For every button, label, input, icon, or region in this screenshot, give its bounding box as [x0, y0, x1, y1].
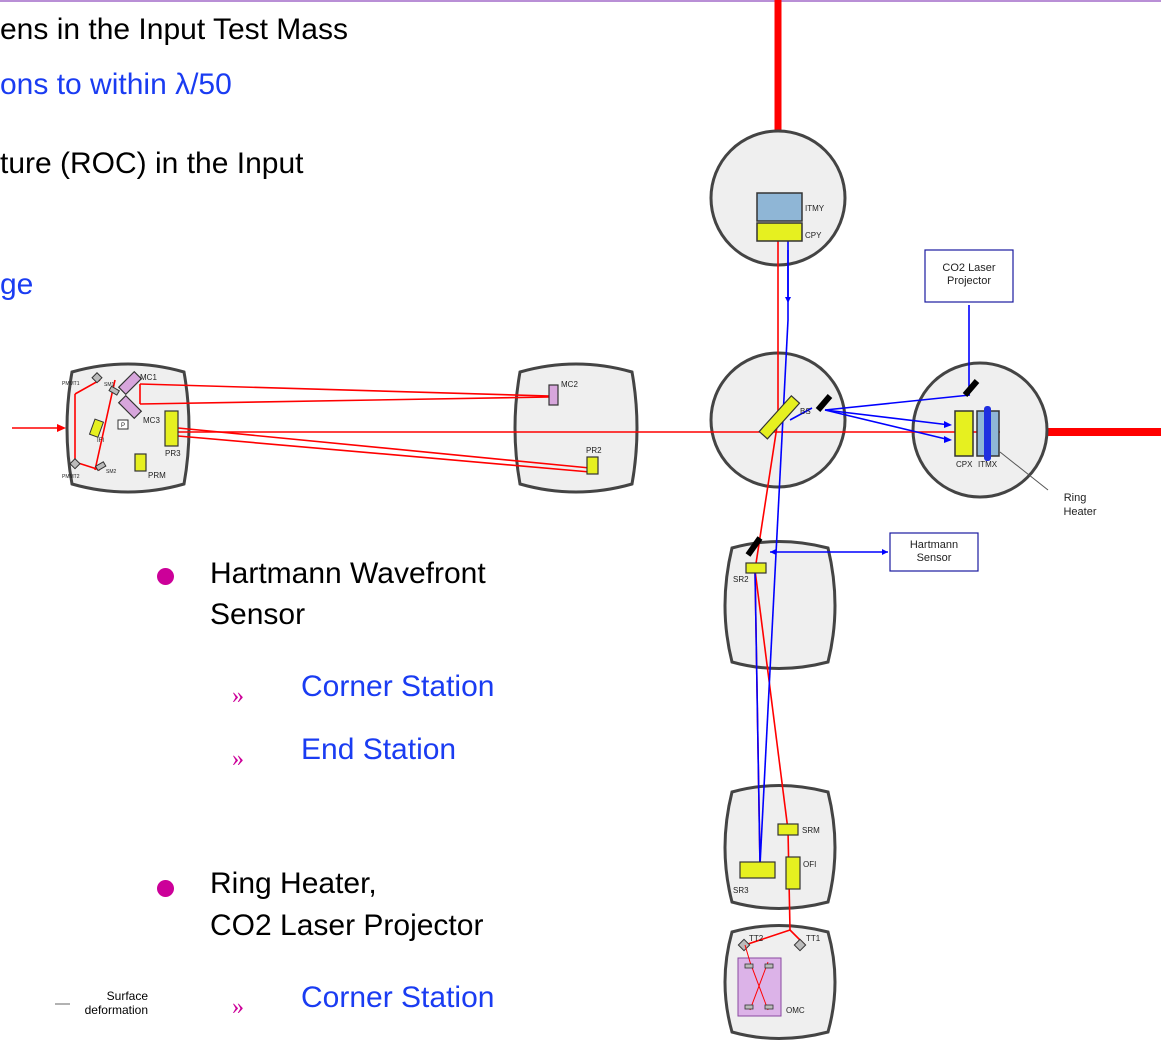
- bs-optic: [758, 394, 801, 440]
- omc-beam-paths: [744, 944, 769, 1011]
- blue-arrow: [944, 421, 952, 428]
- co2-label-line2: Projector: [947, 275, 991, 287]
- ofi-optic: [785, 856, 801, 890]
- p-optic: [117, 419, 129, 430]
- ring-heater-label-line1: Ring: [1064, 492, 1087, 504]
- text-line-3: ture (ROC) in the Input: [0, 147, 304, 180]
- hartmann-label-line1: Hartmann: [910, 539, 958, 551]
- sr2-label: SR2: [733, 575, 749, 584]
- bullet-hartmann-line1: Hartmann Wavefront: [210, 557, 486, 590]
- omc-mirror: [764, 963, 774, 969]
- bs-pickoff-mirror: [815, 394, 833, 412]
- srm-optic: [777, 823, 799, 836]
- itmy-label: ITMY: [805, 204, 825, 213]
- mc3-label: MC3: [143, 416, 160, 425]
- surface-label-line1: Surface: [106, 989, 148, 1003]
- blue-arrow: [770, 549, 776, 555]
- blue-arrow: [785, 297, 791, 303]
- sub-bullet-end-station: End Station: [301, 733, 457, 766]
- cpx-label: CPX: [956, 460, 973, 469]
- sr3-optic: [739, 861, 776, 879]
- bullet-ring-line1: Ring Heater,: [210, 867, 377, 900]
- surface-label-line2: deformation: [84, 1003, 148, 1017]
- sr2-pickoff-mirror: [745, 536, 763, 557]
- mc1-label: MC1: [140, 373, 157, 382]
- prm-optic: [134, 453, 147, 472]
- sr3-label: SR3: [733, 886, 749, 895]
- ring-heater-label-line2: Heater: [1063, 506, 1096, 518]
- text-line-2: ons to within λ/50: [0, 68, 232, 101]
- title-bar-accent: [0, 0, 1161, 2]
- itmy-optic: [756, 192, 803, 222]
- ofi-label: OFI: [803, 860, 816, 869]
- p-label: P: [121, 423, 125, 429]
- itmx-label: ITMX: [978, 460, 998, 469]
- input-beam-arrow: [57, 424, 66, 432]
- bs-label: BS: [800, 407, 811, 416]
- bullet-dot: [157, 880, 174, 897]
- sm1-label: SM1: [104, 382, 115, 388]
- tt2-label: TT2: [749, 934, 764, 943]
- ham4-chamber: [723, 540, 837, 670]
- bullet-hartmann-line2: Sensor: [210, 598, 306, 631]
- sub-bullet-corner-station-1: Corner Station: [301, 670, 495, 703]
- omc-mirror: [744, 963, 754, 969]
- ring-heater: [984, 406, 991, 461]
- sub-bullet-marker: »: [232, 746, 244, 772]
- mc2-optic: [548, 384, 559, 406]
- sm2-optic: [94, 461, 107, 472]
- co2-steering-mirror: [962, 379, 980, 397]
- mc1-optic: [117, 370, 143, 396]
- sub-bullet-corner-station-2: Corner Station: [301, 981, 495, 1014]
- sm2-label: SM2: [106, 469, 117, 475]
- text-line-1: ens in the Input Test Mass: [0, 13, 348, 46]
- blue-arrow: [944, 436, 952, 443]
- ring-heater-leader: [999, 451, 1049, 491]
- cpx-optic: [954, 410, 974, 457]
- prm-label: PRM: [148, 471, 166, 480]
- co2-label-line1: CO2 Laser: [942, 262, 996, 274]
- pr3-optic: [164, 410, 179, 447]
- cpy-optic: [756, 222, 803, 242]
- pr2-optic: [586, 456, 599, 475]
- pmmt1-optic: [91, 372, 103, 384]
- omc-mirror: [764, 1004, 774, 1010]
- text-line-4: ge: [0, 268, 34, 301]
- sub-bullet-marker: »: [232, 683, 244, 709]
- pmmt1-label: PMMT1: [62, 381, 80, 387]
- srm-label: SRM: [802, 826, 820, 835]
- blue-arrow: [882, 549, 888, 555]
- co2-laser-projector-box: [924, 249, 1014, 303]
- tt1-label: TT1: [806, 934, 821, 943]
- bullet-ring-line2: CO2 Laser Projector: [210, 909, 484, 942]
- pr3-label: PR3: [165, 449, 181, 458]
- mc2-label: MC2: [561, 380, 578, 389]
- hartmann-sensor-box: [889, 532, 979, 572]
- pmmt2-optic: [69, 458, 81, 470]
- pr2-label: PR2: [586, 446, 602, 455]
- ifi-optic: [88, 418, 105, 438]
- omc-label: OMC: [786, 1006, 805, 1015]
- ifi-label: IFI: [97, 438, 104, 444]
- sub-bullet-marker: »: [232, 994, 244, 1020]
- tt2-optic: [737, 938, 751, 952]
- red-beam-paths: [74, 240, 1000, 946]
- tt1-optic: [793, 938, 807, 952]
- sr2-optic: [745, 562, 767, 574]
- bullet-dot: [157, 568, 174, 585]
- cpy-label: CPY: [805, 231, 822, 240]
- hartmann-label-line2: Sensor: [917, 552, 952, 564]
- sm1-optic: [108, 385, 121, 396]
- mc3-optic: [117, 394, 143, 420]
- pmmt2-label: PMMT2: [62, 474, 80, 480]
- omc-mirror: [744, 1004, 754, 1010]
